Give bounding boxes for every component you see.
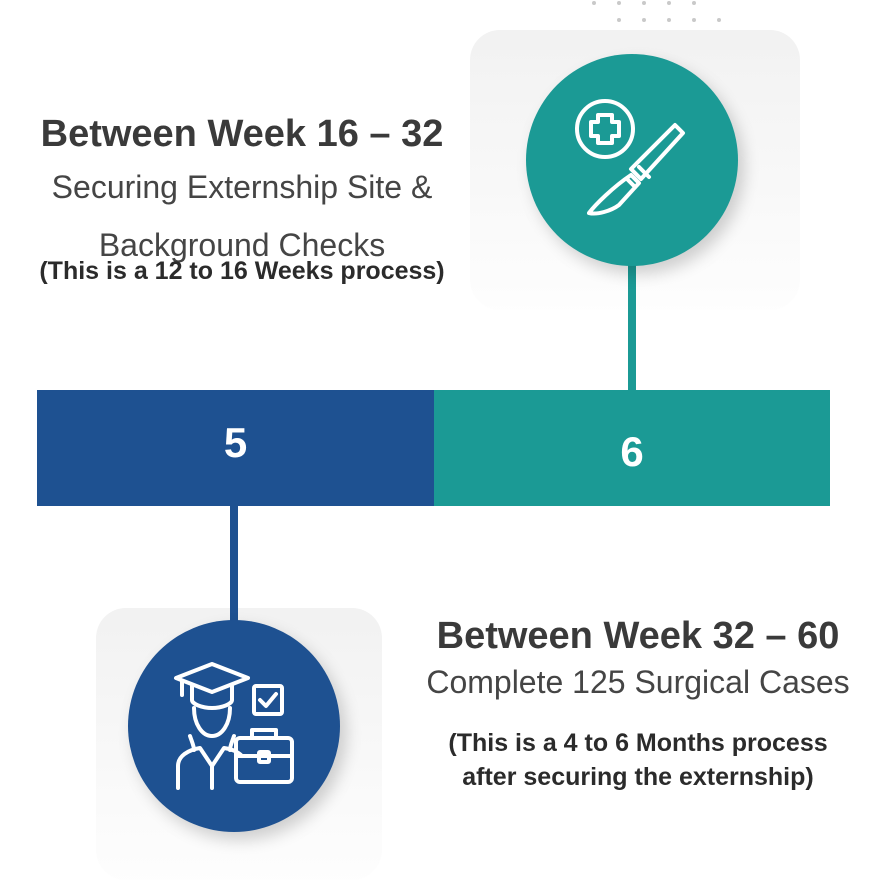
stage-6-subtitle-line-2: Background Checks (98, 227, 386, 263)
stage-6-duration-note: (This is a 12 to 16 Weeks process) (39, 257, 445, 285)
scalpel-with-medical-cross-icon (575, 99, 685, 216)
stage-5-heading: Between Week 32 – 60 (436, 615, 840, 657)
stage-6-connector (628, 262, 636, 390)
stage-5-description: Between Week 32 – 60 Complete 125 Surgic… (390, 612, 880, 794)
stage-5-subtitle: Complete 125 Surgical Cases (426, 664, 850, 700)
stage-6-description: Between Week 16 – 32 Securing Externship… (0, 110, 484, 288)
stage-6-icon-circle (526, 54, 738, 266)
graduate-with-briefcase-icon (174, 662, 294, 790)
stage-5-bar: 5 (37, 390, 434, 506)
stage-6-subtitle-line-1: Securing Externship Site & (51, 169, 433, 205)
stage-6-bar: 6 (434, 390, 830, 506)
stage-5-connector (230, 506, 238, 624)
stage-5-icon-circle (128, 620, 340, 832)
stage-5-duration-note-line-2: after securing the externship) (462, 763, 814, 791)
stage-6-heading: Between Week 16 – 32 (40, 113, 444, 155)
stage-5-duration-note-line-1: (This is a 4 to 6 Months process (448, 729, 828, 757)
stage-6-number: 6 (620, 428, 644, 475)
stage-5-number: 5 (223, 419, 248, 466)
decorative-dot-grid (592, 1, 721, 22)
